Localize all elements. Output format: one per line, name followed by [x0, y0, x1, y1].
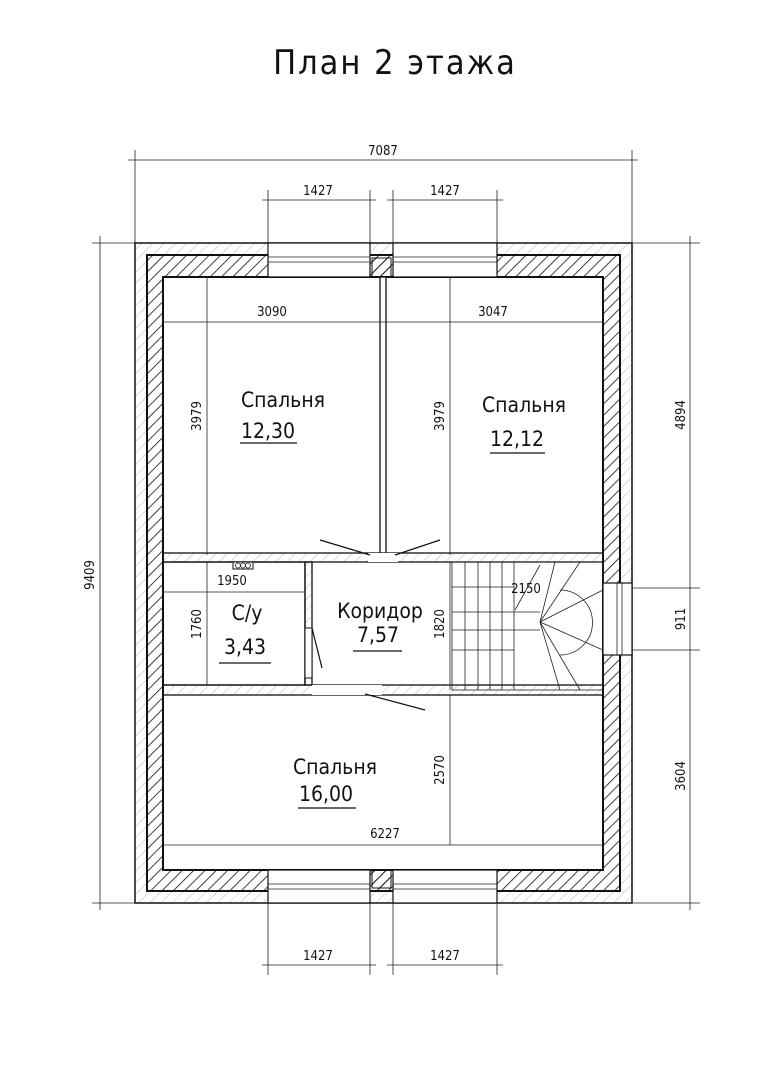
dim-bedroom1-width: 3090: [257, 305, 287, 320]
dim-top-window-left: 1427: [303, 184, 333, 199]
plan-title: План 2 этажа: [273, 43, 517, 83]
dim-stair-width: 2150: [511, 582, 541, 597]
dim-bathroom-depth: 1760: [190, 609, 205, 639]
room-bathroom-area: 3,43: [224, 635, 266, 659]
room-bedroom-1-name: Спальня: [241, 388, 325, 412]
room-corridor-area: 7,57: [357, 623, 399, 647]
room-bedroom-2-area: 12,12: [490, 427, 544, 451]
bathroom-fixture: [232, 561, 254, 570]
dim-right-lower: 3604: [674, 761, 689, 791]
dim-right-middle: 911: [674, 608, 689, 630]
staircase: [451, 561, 604, 691]
room-bedroom-3-area: 16,00: [299, 782, 353, 806]
dim-bedroom3-depth: 2570: [433, 755, 448, 785]
dim-corridor-depth: 1820: [433, 609, 448, 639]
dim-bottom-window-right: 1427: [430, 949, 460, 964]
dimension-labels: 7087 1427 1427 1427 1427 9409 4894 911 3…: [83, 144, 689, 964]
exterior-walls: [134, 242, 633, 904]
room-labels: Спальня 12,30 Спальня 12,12 С/у 3,43 Кор…: [219, 388, 566, 809]
dim-right-upper: 4894: [674, 400, 689, 430]
dim-bedroom3-width: 6227: [370, 827, 400, 842]
room-bedroom-3-name: Спальня: [293, 755, 377, 779]
dim-bathroom-width: 1950: [217, 574, 247, 589]
room-bedroom-1-area: 12,30: [241, 419, 295, 443]
dim-bedroom2-width: 3047: [478, 305, 508, 320]
dim-bedroom1-depth: 3979: [190, 401, 205, 431]
room-bathroom-name: С/у: [232, 601, 263, 625]
dim-overall-height: 9409: [83, 560, 98, 590]
dim-overall-width: 7087: [368, 144, 398, 159]
dimension-lines: [92, 150, 700, 975]
room-corridor-name: Коридор: [337, 599, 423, 623]
dim-bottom-window-left: 1427: [303, 949, 333, 964]
dim-bedroom2-depth: 3979: [433, 401, 448, 431]
room-bedroom-2-name: Спальня: [482, 393, 566, 417]
dim-top-window-right: 1427: [430, 184, 460, 199]
